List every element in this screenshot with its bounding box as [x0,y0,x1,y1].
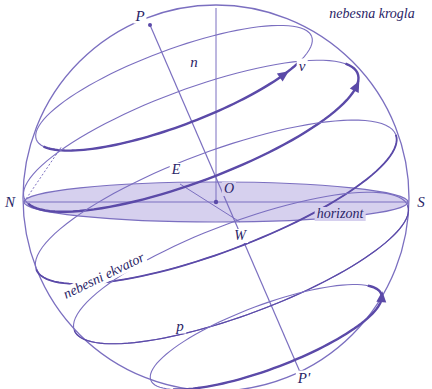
label: horizont [315,207,366,221]
motion-arrow [277,71,289,81]
dotted-line [24,146,62,202]
diurnal-arc [36,135,396,284]
diurnal-arc [28,64,358,212]
diurnal-circle [35,120,396,284]
motion-arrow [376,291,386,302]
zenith-line [216,8,217,202]
label: N [3,195,17,210]
diurnal-circle [36,25,313,150]
label: nebesni ekvator [59,249,148,302]
label: O [222,182,236,196]
label: P [133,9,146,24]
sphere-outline [23,5,409,389]
diurnal-circle [24,60,359,212]
label: W [232,229,248,243]
label: v [297,59,308,74]
label: n [188,55,200,70]
diurnal-circle [150,285,381,389]
diurnal-arc [173,286,382,389]
label: P' [296,371,312,386]
label: S [415,195,427,210]
label: p [174,319,186,334]
center-point [214,200,218,204]
diurnal-arc [74,206,408,344]
label: nebesna krogla [327,7,416,21]
pole-point [148,23,152,27]
label: E [170,163,183,177]
motion-arrow [350,81,359,93]
